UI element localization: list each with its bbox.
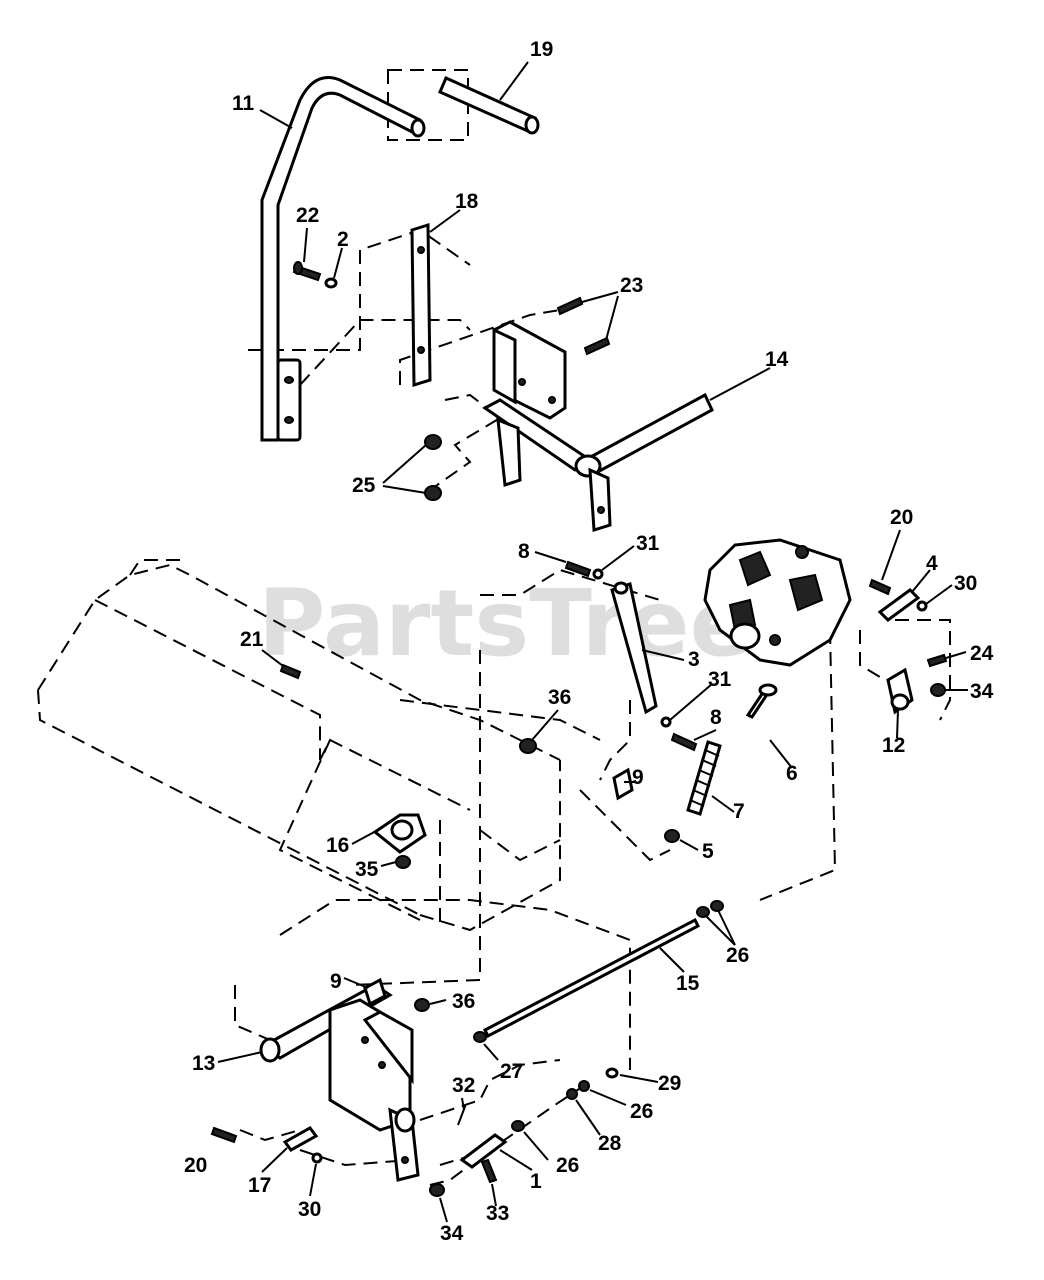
callout-23: 23 [620, 274, 643, 297]
part-2-washer [324, 277, 338, 289]
part-30-washer-b [311, 1152, 323, 1164]
callout-29: 29 [658, 1072, 681, 1095]
part-25-nut-b [424, 485, 442, 501]
part-26-nut-d [511, 1120, 525, 1132]
callout-33: 33 [486, 1202, 509, 1225]
callout-18: 18 [455, 190, 479, 213]
callout-11: 11 [232, 92, 255, 115]
callout-24: 24 [970, 642, 994, 665]
callout-19: 19 [530, 38, 553, 61]
callout-2: 2 [337, 228, 349, 251]
part-31-washer-a [592, 568, 604, 580]
part-20-bolt-b [210, 1126, 238, 1144]
part-9-spacer-b [363, 977, 387, 1007]
part-31-washer-b [660, 716, 672, 728]
callout-17: 17 [248, 1174, 271, 1197]
callout-21: 21 [240, 628, 264, 651]
callout-26-mid: 26 [630, 1100, 653, 1123]
callout-1: 1 [530, 1170, 542, 1193]
callout-27: 27 [500, 1060, 523, 1083]
callout-9-lower: 9 [330, 970, 342, 993]
part-32-pin [457, 1103, 467, 1126]
callout-labels: 19 11 18 22 2 23 14 25 8 31 20 4 30 21 3… [184, 38, 994, 1245]
part-8-bolt-b [670, 732, 698, 752]
part-34-nut-b [429, 1183, 445, 1197]
part-6-rod-head [758, 683, 778, 697]
part-19-grip [438, 76, 540, 135]
part-3-damper [610, 581, 658, 715]
leader-lines [217, 61, 968, 1223]
callout-36-lower: 36 [452, 990, 475, 1013]
part-23-bolt-a [556, 296, 584, 316]
part-33-pin [480, 1158, 498, 1184]
part-26-nut-a [696, 906, 710, 918]
callout-34-lower: 34 [440, 1222, 464, 1245]
callout-9-upper: 9 [632, 766, 644, 789]
part-36-nut-a [519, 738, 537, 754]
part-20-bolt-a [868, 578, 892, 596]
callout-30-upper: 30 [954, 572, 977, 595]
callout-4: 4 [926, 552, 938, 575]
callout-8-upper: 8 [518, 540, 530, 563]
part-16-bearing [372, 813, 427, 854]
callout-35: 35 [355, 858, 379, 881]
callout-14: 14 [765, 348, 789, 371]
part-5-nut [664, 829, 680, 843]
part-17-arm [282, 1126, 319, 1152]
part-11-handle [260, 76, 426, 442]
frame-outline [37, 559, 601, 932]
callout-5: 5 [702, 840, 714, 863]
callout-28: 28 [598, 1132, 622, 1155]
part-22-bolt [292, 261, 322, 282]
callout-13: 13 [192, 1052, 215, 1075]
callout-6: 6 [786, 762, 798, 785]
callout-30-lower: 30 [298, 1198, 321, 1221]
part-21-screw [279, 663, 302, 680]
callout-22: 22 [296, 204, 319, 227]
part-15-rod [483, 917, 700, 1039]
part-29-washer [605, 1067, 619, 1079]
callout-26-right: 26 [726, 944, 749, 967]
callout-31-upper: 31 [636, 532, 660, 555]
part-9-spacer-a [612, 767, 634, 801]
callout-26-lower: 26 [556, 1154, 579, 1177]
part-1-clevis [459, 1133, 508, 1169]
part-23-bolt-b [583, 336, 611, 356]
callout-8-lower: 8 [710, 706, 722, 729]
callout-34-upper: 34 [970, 680, 994, 703]
callout-31-lower: 31 [708, 668, 732, 691]
part-8-bolt-a [564, 560, 592, 578]
part-12-link [886, 667, 914, 715]
callout-32: 32 [452, 1074, 475, 1097]
part-13-shift-bracket [259, 983, 420, 1182]
callout-25: 25 [352, 474, 376, 497]
part-4-arm [877, 588, 921, 622]
part-14-pivot-bracket [482, 320, 714, 532]
part-25-nut-a [424, 434, 442, 450]
callout-12: 12 [882, 734, 905, 757]
callout-36-upper: 36 [548, 686, 571, 709]
part-27-nut [473, 1031, 487, 1043]
transmission-unit [703, 538, 852, 667]
callout-20-upper: 20 [890, 506, 913, 529]
part-35-nut [395, 855, 411, 869]
watermark: PartsTree [258, 570, 752, 677]
callout-20-lower: 20 [184, 1154, 207, 1177]
callout-3: 3 [688, 648, 700, 671]
part-34-nut-a [930, 683, 946, 697]
part-30-washer-a [916, 600, 928, 612]
part-28-nut [566, 1088, 578, 1100]
part-7-spring [686, 740, 722, 816]
part-26-nut-c [578, 1080, 590, 1092]
part-18-bar [410, 222, 432, 388]
callout-15: 15 [676, 972, 700, 995]
part-36-nut-b [414, 998, 430, 1012]
part-24-bolt [926, 653, 948, 668]
part-26-nut-b [710, 900, 724, 912]
callout-7: 7 [733, 800, 745, 823]
callout-16: 16 [326, 834, 349, 857]
